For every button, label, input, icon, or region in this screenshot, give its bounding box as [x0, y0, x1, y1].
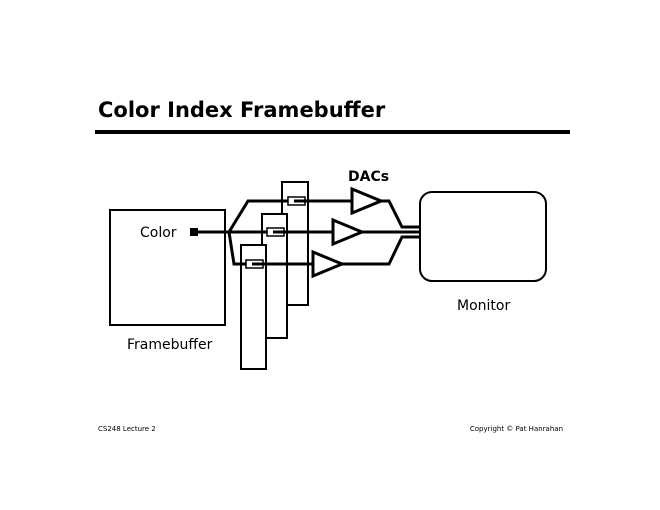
diagram [109, 181, 547, 370]
slide-title: Color Index Framebuffer [98, 98, 386, 122]
output-wire-red [381, 199, 421, 229]
dac-red [350, 186, 385, 216]
dac-green [331, 217, 366, 247]
output-wire-blue [342, 235, 421, 266]
title-rule [95, 130, 570, 134]
pixel-marker [190, 228, 198, 236]
framebuffer-label: Framebuffer [127, 337, 213, 353]
monitor-label: Monitor [457, 298, 510, 314]
footer-course: CS248 Lecture 2 [98, 425, 156, 433]
dacs-label: DACs [348, 169, 389, 185]
framebuffer-box [109, 209, 226, 326]
dac-blue [311, 249, 346, 279]
footer-copyright: Copyright © Pat Hanrahan [470, 425, 563, 433]
color-label: Color [140, 225, 177, 241]
monitor-box [419, 191, 547, 282]
